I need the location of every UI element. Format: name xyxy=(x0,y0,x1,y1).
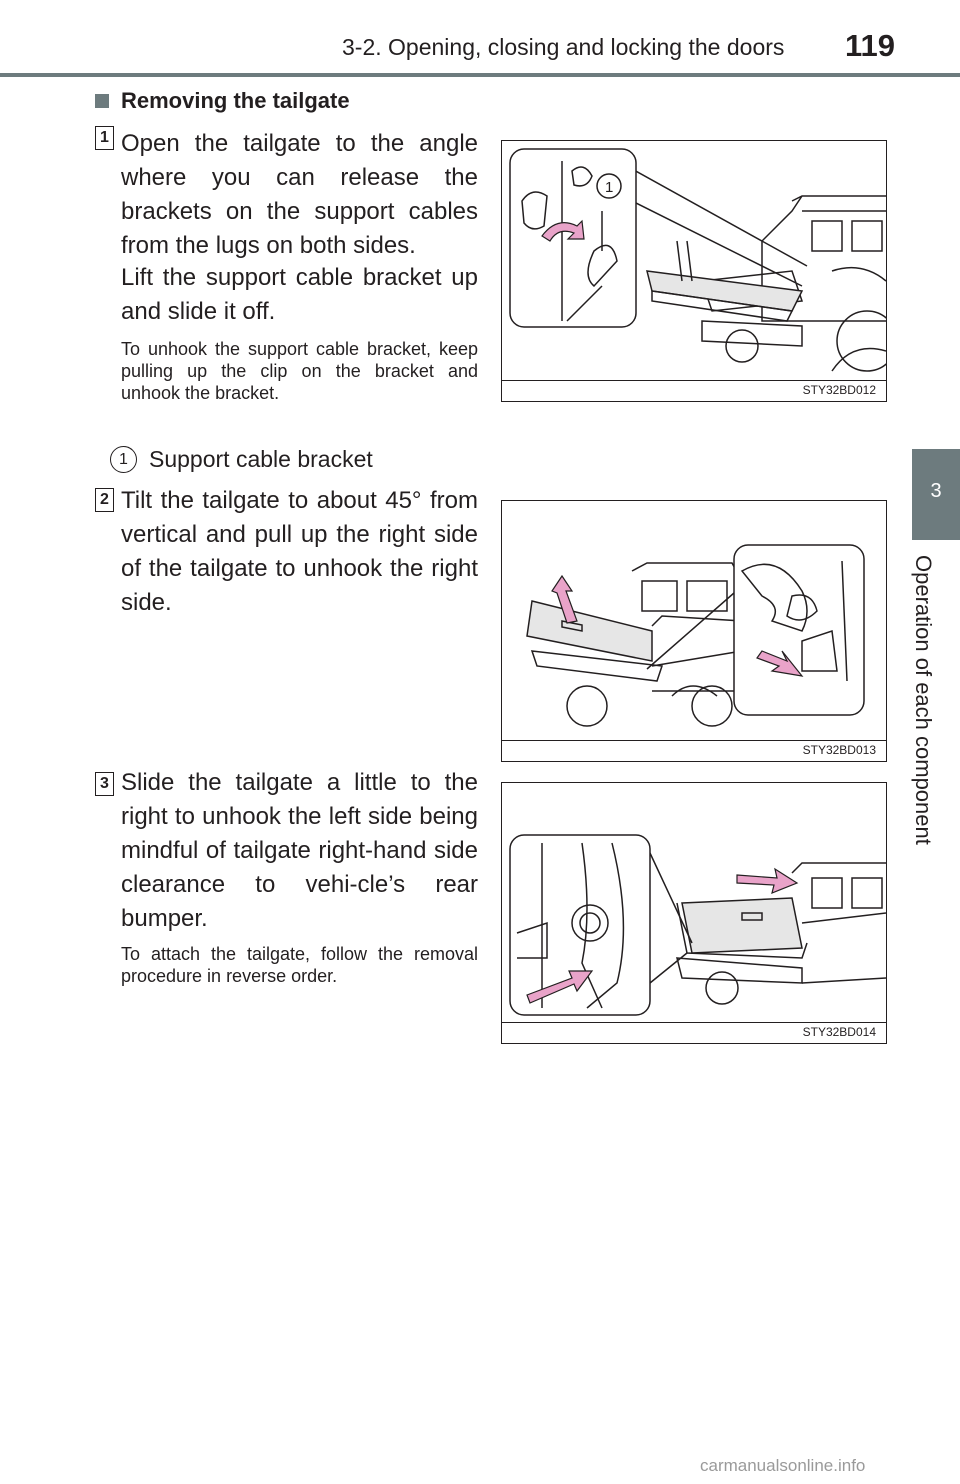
tailgate-slide-illustration xyxy=(509,834,886,1016)
step-1-paragraph-2: Lift the support cable bracket up and sl… xyxy=(121,264,478,325)
figure-code: STY32BD012 xyxy=(802,383,876,397)
step-1-note: To unhook the support cable bracket, kee… xyxy=(121,339,478,403)
step-number-1: 1 xyxy=(95,126,114,150)
header-rule xyxy=(0,73,960,77)
figure-1: 1 STY32BD012 xyxy=(501,140,887,402)
callout-label: Support cable bracket xyxy=(149,446,373,472)
figure-code: STY32BD013 xyxy=(802,743,876,757)
figure-3: STY32BD014 xyxy=(501,782,887,1044)
chapter-number: 3 xyxy=(930,480,942,502)
step-2-paragraph-1: Tilt the tailgate to about 45° from vert… xyxy=(121,487,478,616)
tailgate-tilt-illustration xyxy=(526,544,865,727)
step-1-paragraph-1: Open the tailgate to the angle where you… xyxy=(121,130,478,259)
running-title: 3-2. Opening, closing and locking the do… xyxy=(342,34,785,60)
figure-caption-rule xyxy=(502,740,886,741)
figure-caption-rule xyxy=(502,380,886,381)
section-title: Removing the tailgate xyxy=(121,88,350,113)
square-bullet-icon xyxy=(95,94,109,108)
step-number-3: 3 xyxy=(95,772,114,796)
step-3-note: To attach the tailgate, follow the remov… xyxy=(121,944,478,986)
callout-number: 1 xyxy=(110,446,137,473)
chapter-title: Operation of each component xyxy=(911,555,936,845)
tailgate-cable-illustration: 1 xyxy=(509,148,886,372)
section-heading: Removing the tailgate xyxy=(95,88,350,114)
watermark: carmanualsonline.info xyxy=(700,1456,866,1475)
callout-legend: 1 Support cable bracket xyxy=(110,446,373,473)
svg-text:1: 1 xyxy=(605,179,613,196)
figure-code: STY32BD014 xyxy=(802,1025,876,1039)
figure-2: STY32BD013 xyxy=(501,500,887,762)
step-3-paragraph-1: Slide the tailgate a little to the right… xyxy=(121,769,478,932)
figure-caption-rule xyxy=(502,1022,886,1023)
step-number-2: 2 xyxy=(95,488,114,512)
page-number: 119 xyxy=(845,28,896,63)
chapter-tab: 3 xyxy=(912,449,960,540)
